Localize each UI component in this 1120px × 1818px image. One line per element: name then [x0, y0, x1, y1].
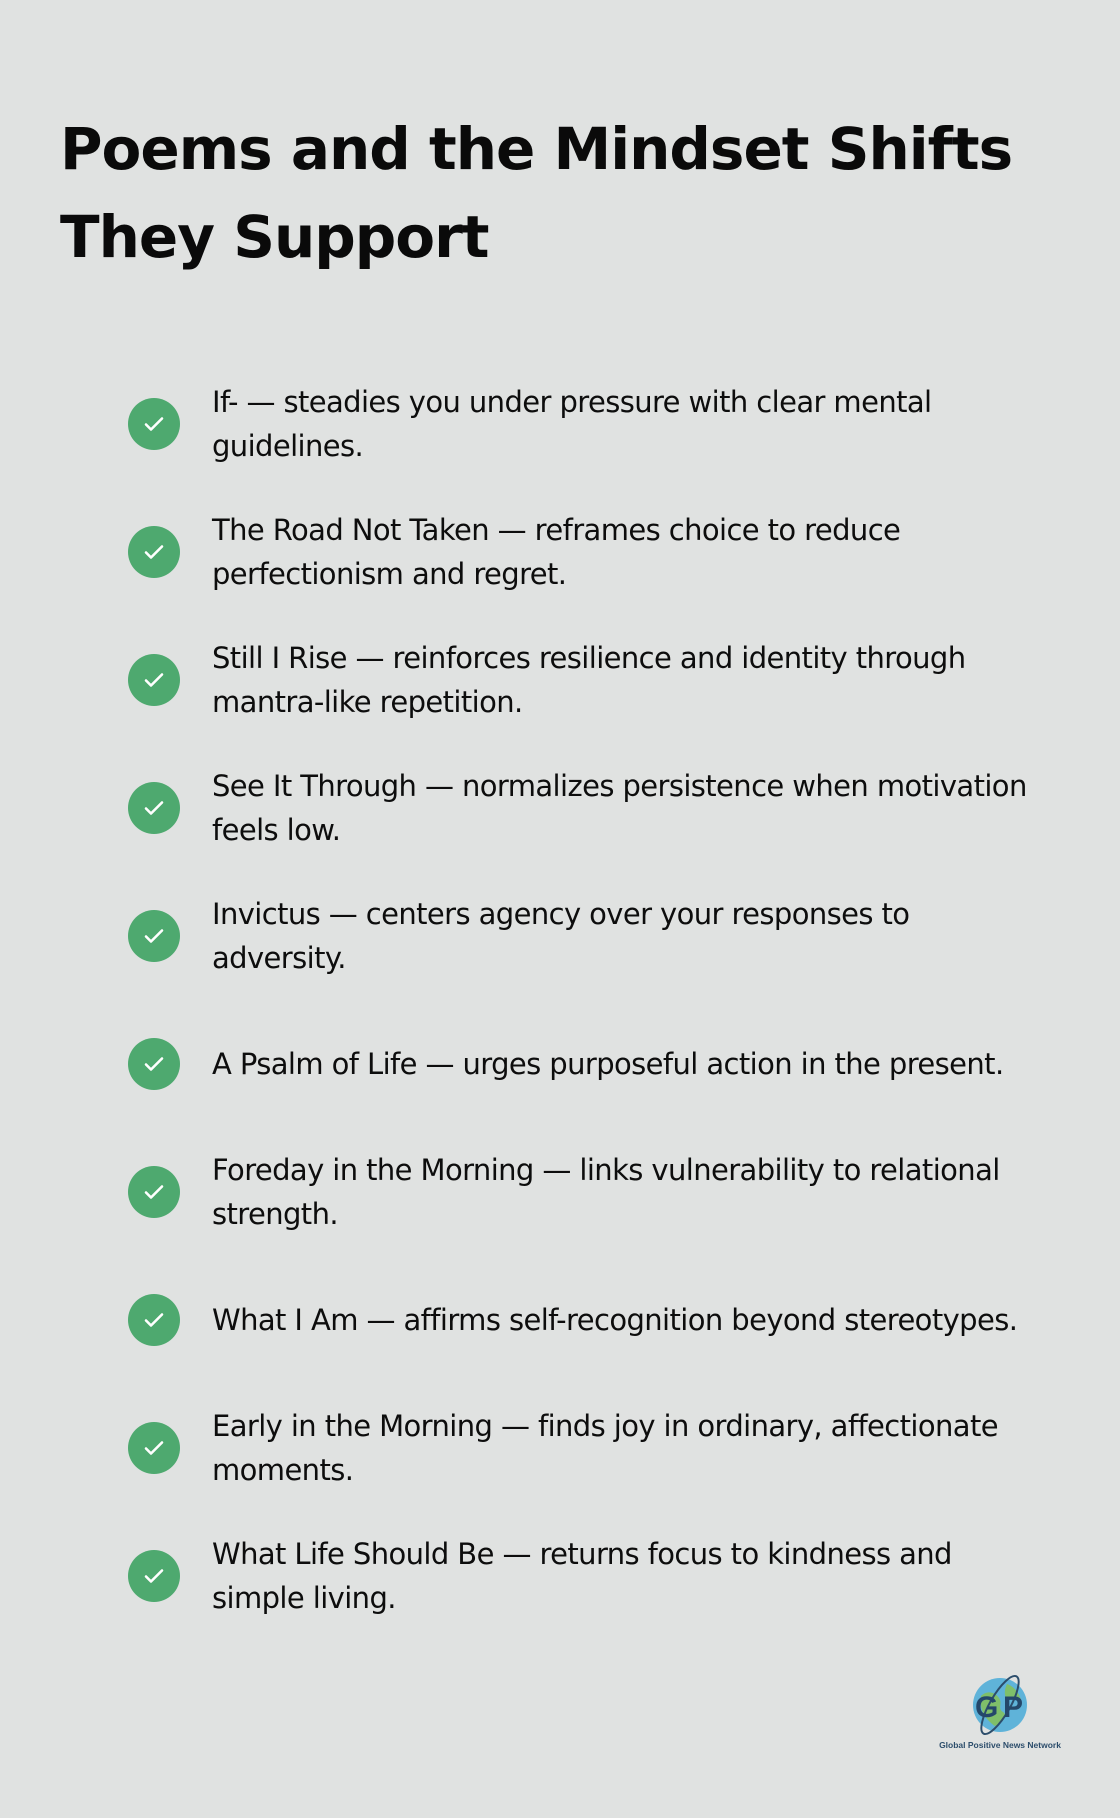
check-circle-icon: [128, 526, 180, 578]
list-item-text: Foreday in the Morning — links vulnerabi…: [212, 1153, 1000, 1231]
list-item-text: Still I Rise — reinforces resilience and…: [212, 641, 966, 719]
check-circle-icon: [128, 654, 180, 706]
list-item-text: A Psalm of Life — urges purposeful actio…: [212, 1047, 1004, 1081]
list-item: Foreday in the Morning — links vulnerabi…: [128, 1134, 1028, 1262]
check-circle-icon: [128, 1550, 180, 1602]
brand-logo: G P Global Positive News Network: [935, 1672, 1065, 1754]
list-item-text: If- — steadies you under pressure with c…: [212, 385, 932, 463]
list-item-text: What I Am — affirms self-recognition bey…: [212, 1303, 1018, 1337]
list-item: Still I Rise — reinforces resilience and…: [128, 622, 1028, 750]
list-item-text: Invictus — centers agency over your resp…: [212, 897, 910, 975]
logo-p: P: [1003, 1691, 1023, 1724]
check-circle-icon: [128, 910, 180, 962]
check-circle-icon: [128, 1294, 180, 1346]
list-item: If- — steadies you under pressure with c…: [128, 366, 1028, 494]
list-item: Invictus — centers agency over your resp…: [128, 878, 1028, 1006]
list-item-text: Early in the Morning — finds joy in ordi…: [212, 1409, 999, 1487]
check-circle-icon: [128, 398, 180, 450]
list-item-text: The Road Not Taken — reframes choice to …: [212, 513, 901, 591]
check-circle-icon: [128, 1166, 180, 1218]
list-item-text: What Life Should Be — returns focus to k…: [212, 1537, 952, 1615]
check-circle-icon: [128, 1038, 180, 1090]
mindset-list: If- — steadies you under pressure with c…: [128, 366, 1028, 1646]
check-circle-icon: [128, 1422, 180, 1474]
globe-icon: G P: [973, 1674, 1027, 1736]
list-item: The Road Not Taken — reframes choice to …: [128, 494, 1028, 622]
list-item: Early in the Morning — finds joy in ordi…: [128, 1390, 1028, 1518]
list-item-text: See It Through — normalizes persistence …: [212, 769, 1027, 847]
logo-g: G: [975, 1691, 998, 1724]
list-item: What I Am — affirms self-recognition bey…: [128, 1262, 1028, 1390]
list-item: A Psalm of Life — urges purposeful actio…: [128, 1006, 1028, 1134]
check-circle-icon: [128, 782, 180, 834]
page-title: Poems and the Mindset Shifts They Suppor…: [60, 115, 1013, 271]
list-item: What Life Should Be — returns focus to k…: [128, 1518, 1028, 1646]
logo-caption: Global Positive News Network: [939, 1740, 1061, 1750]
list-item: See It Through — normalizes persistence …: [128, 750, 1028, 878]
